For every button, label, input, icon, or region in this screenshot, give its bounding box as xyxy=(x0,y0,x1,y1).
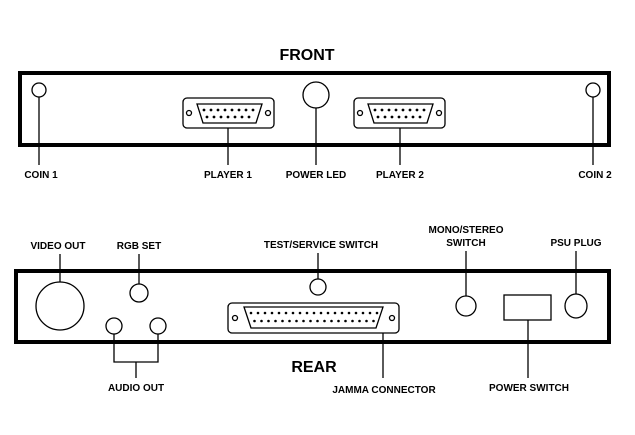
jamma-pin xyxy=(354,311,358,315)
power-switch xyxy=(503,294,552,321)
audio-out-left-jack xyxy=(105,317,123,335)
jamma-pin xyxy=(277,311,281,315)
psu-plug xyxy=(564,293,588,319)
mono-stereo-label-line2: SWITCH xyxy=(446,238,485,249)
rgb-set-label: RGB SET xyxy=(117,241,161,252)
jamma-pin xyxy=(323,319,326,323)
test-service-switch xyxy=(309,278,327,296)
jamma-pin xyxy=(330,319,333,323)
player2-connector xyxy=(353,97,446,129)
coin2-slot xyxy=(585,82,601,98)
jamma-pin xyxy=(256,311,260,315)
jamma-pin xyxy=(288,319,291,323)
jamma-pin xyxy=(326,311,330,315)
jamma-label: JAMMA CONNECTOR xyxy=(332,385,436,396)
jamma-pin xyxy=(291,311,295,315)
jamma-pin xyxy=(263,311,267,315)
psu-plug-label: PSU PLUG xyxy=(550,238,601,249)
jamma-pin xyxy=(302,319,305,323)
jamma-connector xyxy=(227,302,400,334)
mono-stereo-label-line1: MONO/STEREO xyxy=(428,225,503,236)
jamma-pin xyxy=(249,311,253,315)
audio-out-right-jack xyxy=(149,317,167,335)
test-service-label: TEST/SERVICE SWITCH xyxy=(264,240,378,251)
power-led xyxy=(302,81,330,109)
coin1-slot xyxy=(31,82,47,98)
player2-label: PLAYER 2 xyxy=(376,170,424,181)
rear-title: REAR xyxy=(291,359,337,376)
jamma-pin xyxy=(284,311,288,315)
jamma-pin xyxy=(312,311,316,315)
jamma-pin xyxy=(361,311,365,315)
jamma-pin xyxy=(344,319,347,323)
audio-out-leader xyxy=(113,334,159,378)
mono-stereo-switch xyxy=(455,295,477,317)
coin2-label: COIN 2 xyxy=(578,170,612,181)
jamma-pin xyxy=(309,319,312,323)
jamma-pin xyxy=(333,311,337,315)
front-title: FRONT xyxy=(279,47,334,64)
jamma-pin xyxy=(270,311,274,315)
jamma-pin xyxy=(351,319,354,323)
jamma-pin xyxy=(281,319,284,323)
jamma-pin xyxy=(365,319,368,323)
jamma-pin xyxy=(298,311,302,315)
jamma-pin xyxy=(253,319,256,323)
video-out-label: VIDEO OUT xyxy=(30,241,85,252)
jamma-pin xyxy=(337,319,340,323)
player1-label: PLAYER 1 xyxy=(204,170,252,181)
jamma-pin xyxy=(358,319,361,323)
jamma-pin xyxy=(316,319,319,323)
rgb-set-knob xyxy=(129,283,149,303)
player1-connector xyxy=(182,97,275,129)
jamma-pin xyxy=(340,311,344,315)
coin1-label: COIN 1 xyxy=(24,170,58,181)
jamma-pin xyxy=(372,319,375,323)
jamma-pin xyxy=(260,319,263,323)
jamma-pin xyxy=(274,319,277,323)
jamma-pin xyxy=(305,311,309,315)
power-switch-label: POWER SWITCH xyxy=(489,383,569,394)
power-led-label: POWER LED xyxy=(286,170,347,181)
jamma-pin xyxy=(368,311,372,315)
jamma-pin xyxy=(375,311,379,315)
video-out-port xyxy=(35,281,85,331)
jamma-pin xyxy=(295,319,298,323)
jamma-pin xyxy=(347,311,351,315)
jamma-pin xyxy=(319,311,323,315)
audio-out-label: AUDIO OUT xyxy=(108,383,164,394)
jamma-pin xyxy=(267,319,270,323)
